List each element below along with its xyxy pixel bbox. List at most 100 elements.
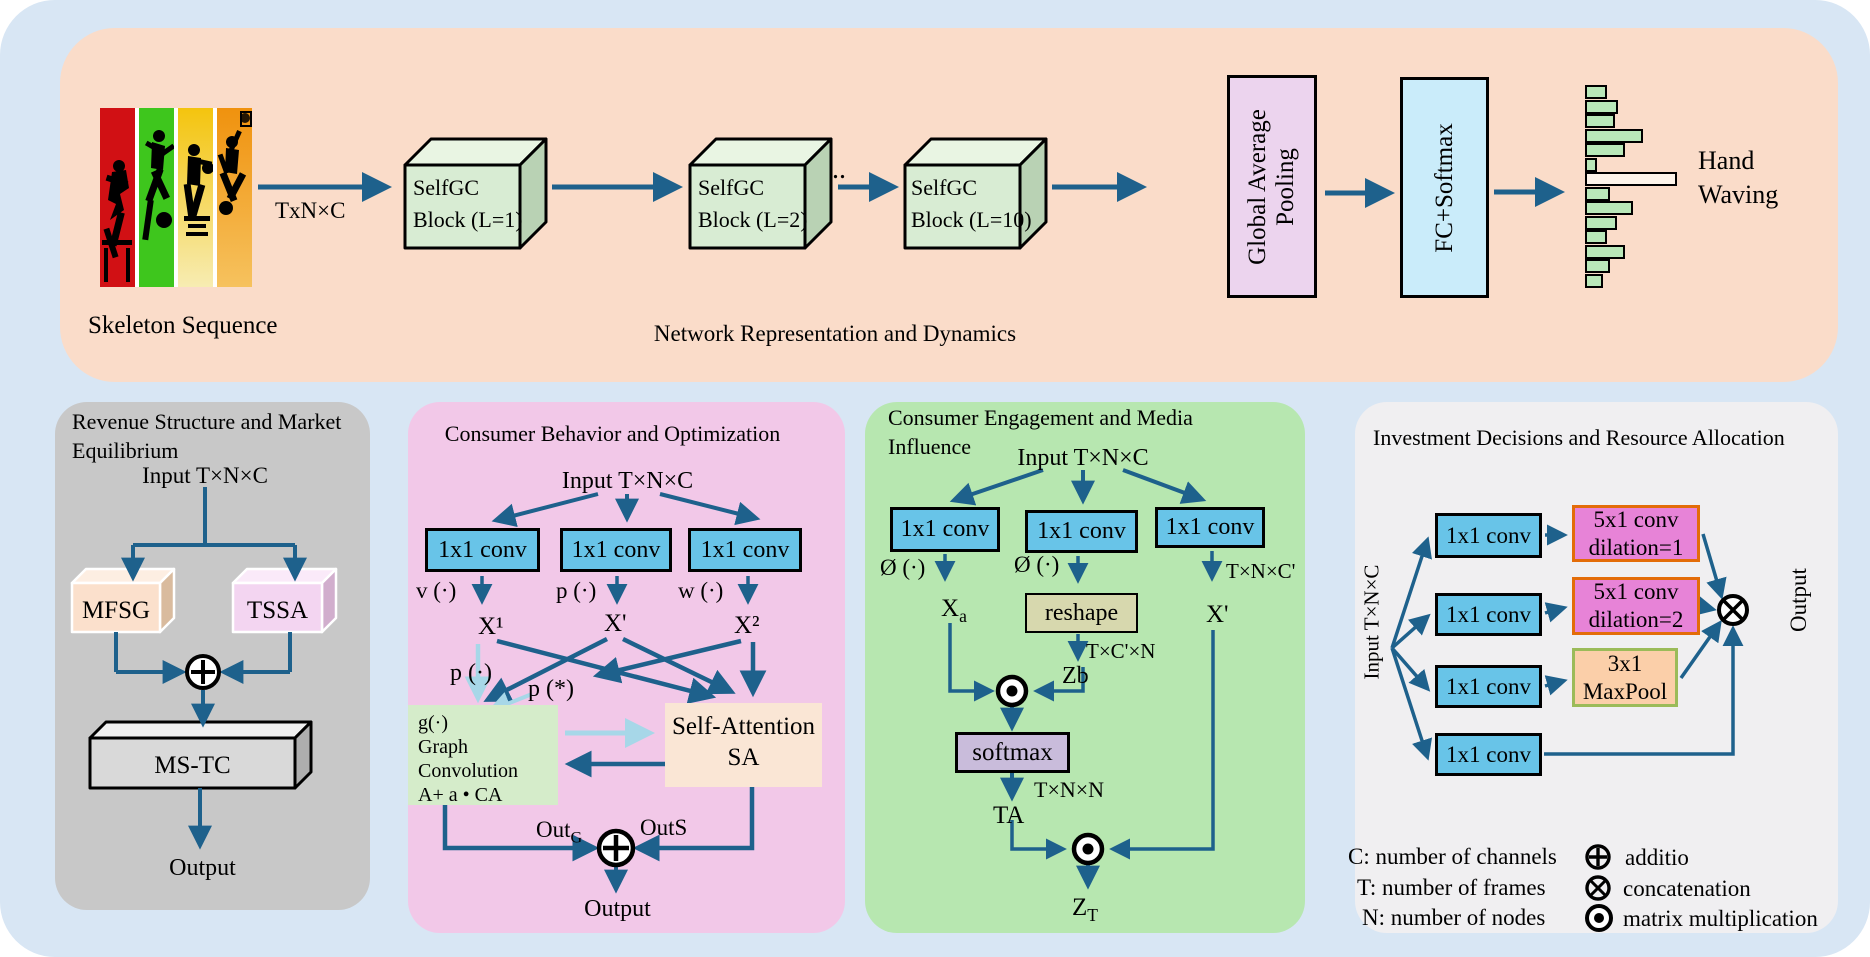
skeleton-sequence-image xyxy=(100,108,252,287)
xprime-label: X' xyxy=(604,610,627,637)
class-score-bar xyxy=(1585,186,1610,201)
fc-softmax-box: FC+Softmax xyxy=(1400,77,1489,298)
xa-sub: a xyxy=(959,606,967,626)
legend-concatenation-label: concatenation xyxy=(1623,876,1751,901)
class-score-bar xyxy=(1585,259,1610,273)
conv-label: 1x1 conv xyxy=(1446,673,1531,699)
class-score-bar xyxy=(1585,143,1625,157)
dilated-conv-box-2: 5x1 conv dilation=2 xyxy=(1572,577,1700,635)
conv-box: 1x1 conv xyxy=(1435,733,1542,776)
conv-box: 1x1 conv xyxy=(1155,507,1265,548)
out-s-label: OutS xyxy=(640,815,688,840)
yellow-strip xyxy=(178,108,214,287)
selfgc-block-3-line2: Block (L=10) xyxy=(911,206,1032,232)
conv-label: 1x1 conv xyxy=(571,536,661,563)
legend-channels: C: number of channels xyxy=(1348,844,1557,869)
panel3-title: Consumer Engagement and Media Influence xyxy=(888,405,1193,459)
conv-box: 1x1 conv xyxy=(1025,510,1138,553)
dim-tnn-label: T×N×N xyxy=(1034,777,1105,802)
conv-box: 1x1 conv xyxy=(425,528,540,572)
orange-strip xyxy=(217,108,252,287)
conv-label: 1x1 conv xyxy=(1446,741,1531,767)
p-dot-label: p (·) xyxy=(450,660,492,686)
ta-label: TA xyxy=(993,802,1025,829)
dilated-conv-2-label: 5x1 conv dilation=2 xyxy=(1588,579,1684,632)
class-score-bar xyxy=(1585,244,1625,259)
xa-label: Xa xyxy=(941,593,967,628)
conv-box: 1x1 conv xyxy=(1435,513,1542,558)
panel2-title: Consumer Behavior and Optimization xyxy=(444,421,781,446)
selfgc-block-1-line1: SelfGC xyxy=(413,175,479,200)
class-score-bar xyxy=(1585,273,1603,288)
athlete-silhouette-ball-player xyxy=(183,144,214,236)
zb-label: Zb xyxy=(1062,663,1089,689)
graph-convolution-box: g(·) Graph Convolution A+ a • CA xyxy=(408,705,558,806)
conv-box: 1x1 conv xyxy=(688,528,802,572)
func-v-label: v (·) xyxy=(416,578,457,603)
phi2-label: Ø (·) xyxy=(1014,552,1060,577)
prediction-label: Hand Waving xyxy=(1698,146,1779,209)
legend-frames: T: number of frames xyxy=(1357,875,1546,900)
softmax-box: softmax xyxy=(955,732,1070,773)
pipeline-caption: Network Representation and Dynamics xyxy=(653,321,1017,346)
class-score-bar xyxy=(1585,157,1597,172)
class-score-chart xyxy=(1585,85,1677,288)
panel3-input-label: Input T×N×C xyxy=(1017,445,1149,471)
selfgc-block-3-line1: SelfGC xyxy=(911,175,977,200)
class-score-bar xyxy=(1585,201,1633,215)
fc-softmax-label: FC+Softmax xyxy=(1430,122,1458,253)
panel3-xprime-label: X' xyxy=(1206,601,1229,628)
panel1-input-label: Input T×N×C xyxy=(142,463,268,488)
selfgc-block-1-line2: Block (L=1) xyxy=(413,206,523,232)
func-w-label: w (·) xyxy=(678,578,724,603)
conv-label: 1x1 conv xyxy=(1037,518,1126,544)
conv-label: 1x1 conv xyxy=(438,536,527,563)
p-star-label: p (*) xyxy=(528,676,574,702)
out-g-sub: G xyxy=(570,829,583,847)
flow-dim-label: TxN×C xyxy=(275,198,346,223)
conv-box: 1x1 conv xyxy=(890,507,1000,552)
xa-text: X xyxy=(941,595,960,622)
global-average-pooling-label: Global Average Pooling xyxy=(1244,108,1299,265)
panel4-input-label: Input T×N×C xyxy=(1359,564,1384,680)
class-score-bar xyxy=(1585,128,1643,143)
red-strip xyxy=(100,108,135,287)
skeleton-caption: Skeleton Sequence xyxy=(88,312,278,339)
x2-label: X² xyxy=(734,612,760,639)
dim-mid-label: T×C'×N xyxy=(1086,639,1156,663)
panel2-input-label: Input T×N×C xyxy=(561,468,694,494)
conv-label: 1x1 conv xyxy=(900,516,990,542)
conv-box: 1x1 conv xyxy=(1435,593,1542,636)
dilated-conv-1-label: 5x1 conv dilation=1 xyxy=(1588,506,1684,560)
zt-label: ZT xyxy=(1072,892,1098,927)
class-score-bar xyxy=(1585,114,1615,128)
softmax-label: softmax xyxy=(972,738,1053,766)
self-attention-box: Self-Attention SA xyxy=(665,703,822,787)
class-score-bar xyxy=(1585,85,1607,99)
global-average-pooling-box: Global Average Pooling xyxy=(1227,75,1317,298)
mfsg-label: MFSG xyxy=(81,597,151,624)
athlete-silhouette-runner xyxy=(142,130,176,241)
athlete-silhouette-dunker xyxy=(217,111,252,215)
mstc-label: MS-TC xyxy=(154,752,231,779)
ellipsis: .. xyxy=(832,154,846,185)
legend-matmul-label: matrix multiplication xyxy=(1623,906,1818,931)
conv-label: 1x1 conv xyxy=(1446,601,1531,627)
maxpool-box: 3x1 MaxPool xyxy=(1572,648,1678,707)
dilated-conv-box-1: 5x1 conv dilation=1 xyxy=(1572,505,1700,562)
tssa-label: TSSA xyxy=(246,597,309,624)
panel4-title: Investment Decisions and Resource Alloca… xyxy=(1373,425,1785,450)
conv-box: 1x1 conv xyxy=(560,528,672,572)
class-score-bar-highlight xyxy=(1585,172,1677,186)
legend-addition-label: additio xyxy=(1625,845,1689,870)
green-strip xyxy=(139,108,176,287)
reshape-box: reshape xyxy=(1025,593,1138,633)
class-score-bar xyxy=(1585,215,1617,230)
class-score-bar xyxy=(1585,230,1607,244)
maxpool-label: 3x1 MaxPool xyxy=(1582,650,1668,704)
panel2-output-label: Output xyxy=(584,896,651,922)
zt-sub: T xyxy=(1087,905,1098,925)
panel4-output-label: Output xyxy=(1786,568,1811,632)
selfgc-block-2-line1: SelfGC xyxy=(698,175,764,200)
